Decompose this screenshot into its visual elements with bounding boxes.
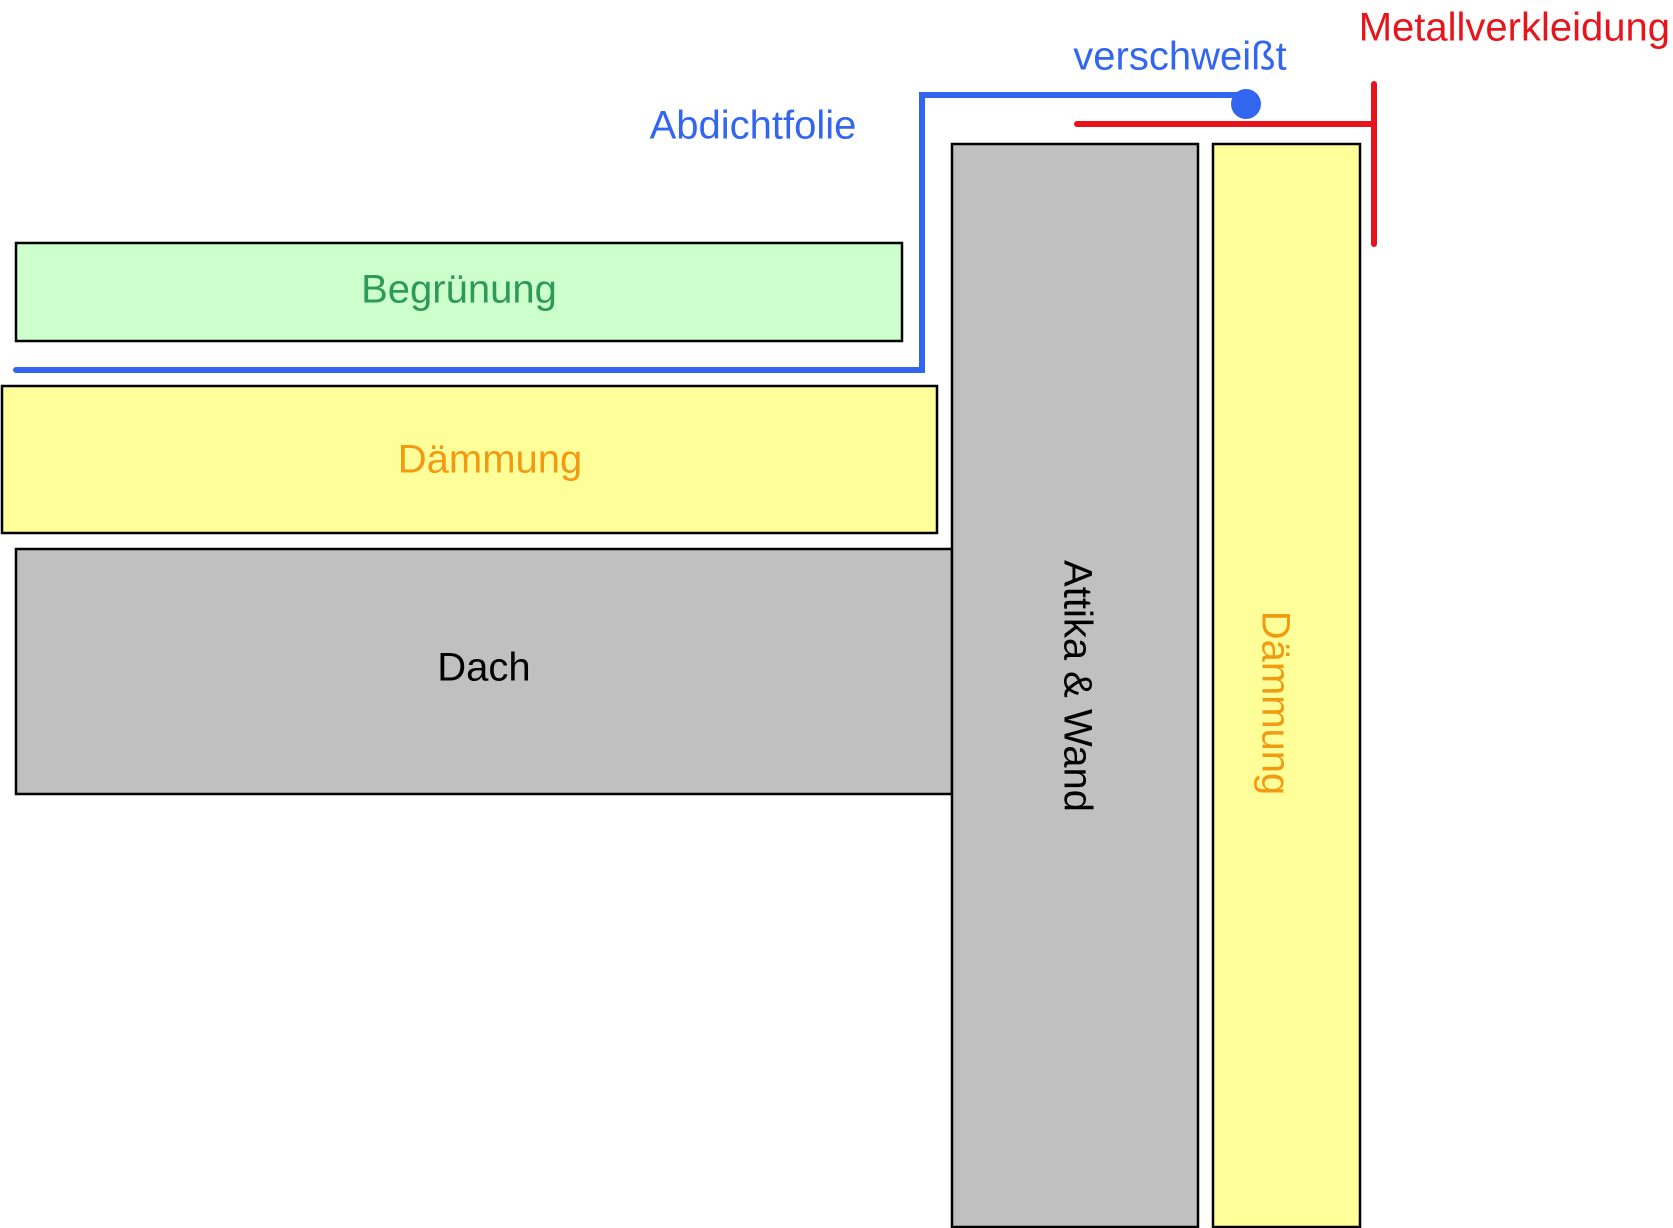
abdichtfolie-label: Abdichtfolie: [650, 104, 857, 148]
dach-block: [14, 547, 954, 796]
attika-wand-label: Attika & Wand: [1055, 560, 1099, 812]
dach-label: Dach: [437, 646, 530, 690]
attika-wand-block: [950, 142, 1200, 1228]
begruenung-block: [14, 241, 904, 343]
begruenung-label: Begrünung: [361, 268, 557, 312]
daemmung-wall-block: [1211, 142, 1362, 1228]
daemmung-roof-label: Dämmung: [398, 438, 583, 482]
daemmung-roof-block: [0, 384, 939, 535]
weld-point: [1231, 89, 1261, 119]
metallverkleidung-label: Metallverkleidung: [1359, 6, 1670, 50]
daemmung-wall-label: Dämmung: [1253, 611, 1297, 796]
verschweisst-label: verschweißt: [1073, 35, 1286, 79]
abdichtfolie-line: [13, 92, 1249, 373]
